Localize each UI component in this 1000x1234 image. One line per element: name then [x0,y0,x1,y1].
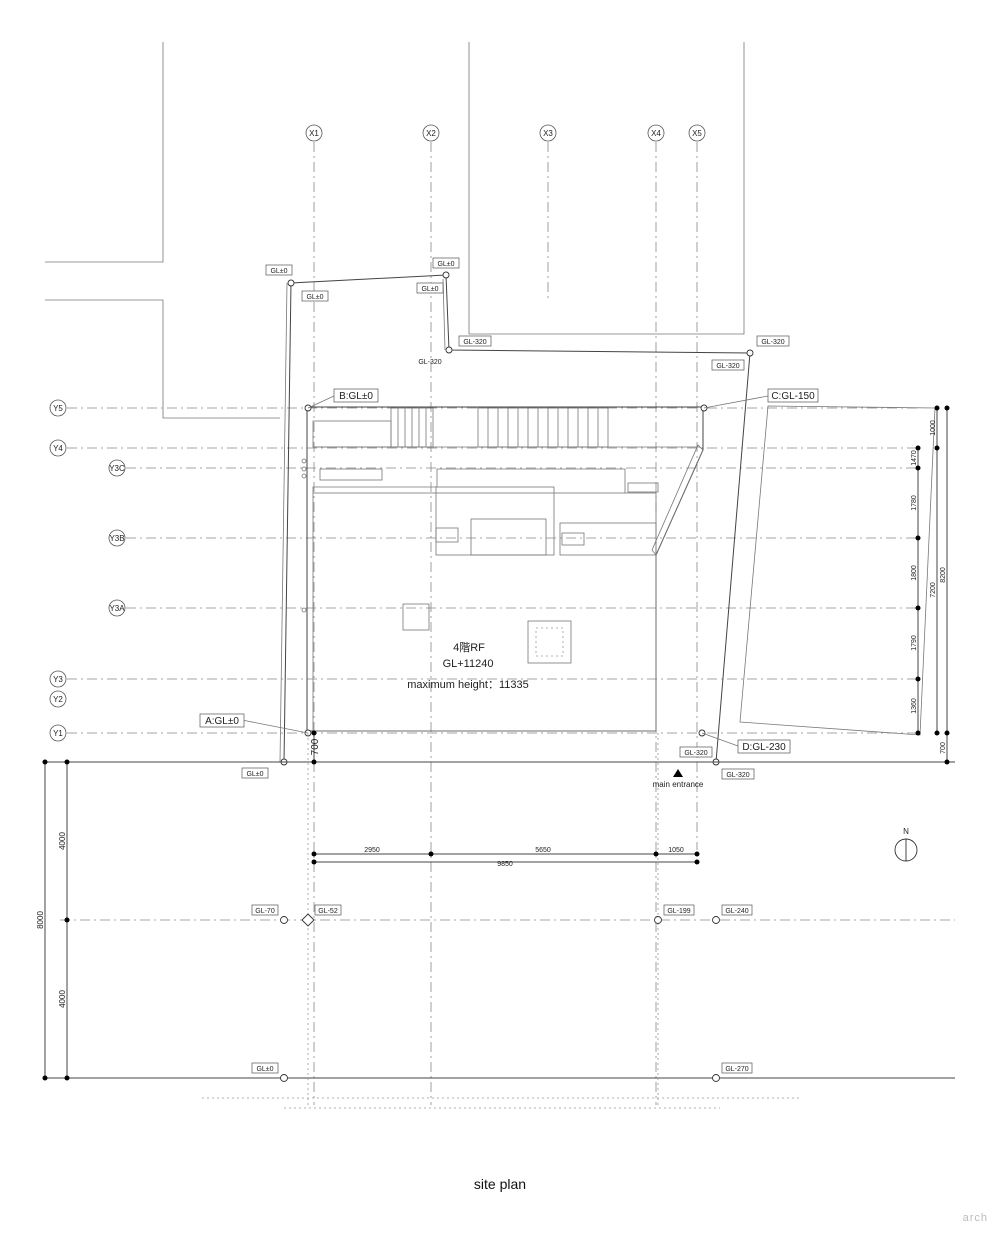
grid-bubble-y2: Y2 [49,690,67,708]
stair-left [390,407,434,448]
svg-text:1790: 1790 [911,635,918,651]
grid-bubble-y5: Y5 [49,399,67,417]
corner-markers: B:GL±0 C:GL-150 A:GL±0 D:GL-230 [199,388,819,754]
svg-text:5650: 5650 [535,847,551,854]
svg-text:X5: X5 [692,129,702,138]
svg-text:8000: 8000 [36,911,45,929]
svg-text:Y3: Y3 [53,675,63,684]
dimension-chain-left: 8000 4000 4000 [36,759,70,1081]
svg-text:Y5: Y5 [53,404,63,413]
grid-bubble-x5: X5 [688,124,706,142]
svg-text:GL-320: GL-320 [716,363,739,370]
svg-text:GL-320: GL-320 [684,750,707,757]
grid-bubble-y3b: Y3B [108,529,126,547]
svg-text:8200: 8200 [940,567,947,583]
dimension-chain-horizontal: 2950 5650 1050 9850 [311,847,700,868]
grid-bubble-y1: Y1 [49,724,67,742]
roof-max-height-label: maximum height：11335 [407,679,528,691]
grid-lines-x [313,142,698,1105]
svg-text:4000: 4000 [58,832,67,850]
svg-text:X2: X2 [426,129,436,138]
svg-text:Y1: Y1 [53,729,63,738]
grid-bubbles: X1 X2 X3 X4 X5 Y5 Y4 Y3C Y3B Y3A Y3 Y2 Y… [49,124,706,742]
svg-text:1800: 1800 [911,565,918,581]
adjacent-area-outline [739,405,936,736]
road: GL-70 GL-52 GL-199 GL-240 GL±0 GL-270 [45,733,955,1109]
svg-text:GL±0: GL±0 [421,286,438,293]
svg-text:Y3C: Y3C [109,464,125,473]
svg-text:Y3B: Y3B [109,534,124,543]
svg-text:X4: X4 [651,129,661,138]
roof-hatch-right [527,620,572,664]
svg-text:Y3A: Y3A [109,604,125,613]
svg-text:Y2: Y2 [53,695,63,704]
entrance-arrow-icon [673,769,683,777]
svg-text:1360: 1360 [911,698,918,714]
svg-text:7200: 7200 [930,582,937,598]
corner-b-label: B:GL±0 [339,391,373,402]
roof-floor-label: 4階RF [453,640,485,654]
grid-bubble-x2: X2 [422,124,440,142]
grid-bubble-y4: Y4 [49,439,67,457]
corner-c-label: C:GL-150 [771,391,815,402]
svg-text:700: 700 [310,738,321,755]
stair-right [477,407,609,448]
grid-bubble-x3: X3 [539,124,557,142]
roof-labels: 4階RF GL+11240 maximum height：11335 [407,640,528,691]
svg-text:GL±0: GL±0 [270,268,287,275]
main-entrance-label: main entrance [653,780,704,789]
corner-d-label: D:GL-230 [742,742,786,753]
svg-text:1470: 1470 [911,450,918,466]
svg-text:Y4: Y4 [53,444,63,453]
grid-bubble-x4: X4 [647,124,665,142]
dimension-chain-right: 1000 1470 1780 1800 1790 1360 7200 8200 … [911,405,950,765]
roof-hatch-left [402,603,430,631]
svg-text:1050: 1050 [668,847,684,854]
grid-bubble-x1: X1 [305,124,323,142]
grid-bubble-y3c: Y3C [108,459,126,477]
svg-text:GL-199: GL-199 [667,908,690,915]
svg-text:GL±0: GL±0 [306,294,323,301]
neighbor-outlines [45,42,745,419]
roof-level-label: GL+11240 [443,658,494,670]
svg-text:GL±0: GL±0 [256,1066,273,1073]
svg-text:GL±0: GL±0 [246,771,263,778]
level-tags: GL±0 GL±0 GL±0 GL±0 GL-320 GL-320 GL-320… [241,257,790,780]
svg-text:GL-240: GL-240 [725,908,748,915]
drawing-title: site plan [473,1176,527,1192]
svg-text:GL-320: GL-320 [418,359,441,366]
svg-text:GL-270: GL-270 [725,1066,748,1073]
svg-text:GL±0: GL±0 [437,261,454,268]
svg-text:GL-52: GL-52 [318,908,338,915]
north-label: N [903,827,909,836]
svg-text:GL-320: GL-320 [726,772,749,779]
svg-text:GL-320: GL-320 [463,339,486,346]
watermark-logo: arch [962,1212,988,1224]
dimension-700-front: 700 [310,730,321,765]
grid-bubble-y3a: Y3A [108,599,126,617]
corner-a-label: A:GL±0 [205,716,239,727]
svg-text:1000: 1000 [930,420,937,436]
svg-text:4000: 4000 [58,990,67,1008]
grid-bubble-y3: Y3 [49,670,67,688]
svg-text:GL-320: GL-320 [761,339,784,346]
svg-text:1780: 1780 [911,495,918,511]
svg-text:700: 700 [940,742,947,754]
svg-text:GL-70: GL-70 [255,908,275,915]
svg-text:2950: 2950 [364,847,380,854]
svg-text:9850: 9850 [497,861,513,868]
north-arrow-icon: N [894,827,918,862]
svg-text:X3: X3 [543,129,553,138]
main-entrance-marker: main entrance [653,769,704,789]
svg-text:X1: X1 [309,129,319,138]
